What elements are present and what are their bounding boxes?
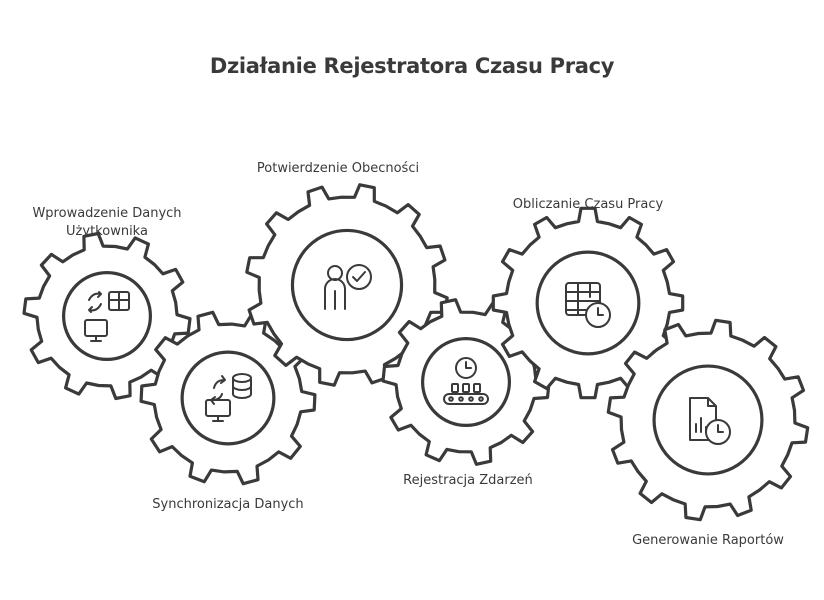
gear-hub [652, 364, 764, 476]
data-input-icon [84, 291, 130, 342]
gear-step-3 [245, 183, 449, 387]
gear-step-6 [606, 318, 810, 522]
data-sync-icon [205, 373, 252, 422]
label-step-2: Synchronizacja Danych [152, 497, 304, 512]
label-step-5: Obliczanie Czasu Pracy [512, 197, 664, 212]
work-time-calculation-icon [565, 282, 611, 328]
gear-step-1 [22, 231, 192, 401]
gear-step-2 [139, 310, 317, 486]
label-step-3: Potwierdzenie Obecności [256, 161, 420, 176]
gear-hub [535, 250, 641, 356]
gear-hub [421, 337, 512, 428]
gear-step-5 [491, 206, 685, 400]
report-generation-icon [689, 397, 731, 445]
label-step-6: Generowanie Raportów [632, 533, 784, 548]
attendance-confirmation-icon [324, 264, 372, 310]
gear-hub [290, 228, 404, 342]
gear-hub [61, 271, 153, 362]
label-step-4: Rejestracja Zdarzeń [403, 473, 533, 488]
diagram-title: Działanie Rejestratora Czasu Pracy [209, 54, 615, 78]
gear-hub [180, 350, 276, 446]
event-registration-icon [443, 357, 489, 405]
